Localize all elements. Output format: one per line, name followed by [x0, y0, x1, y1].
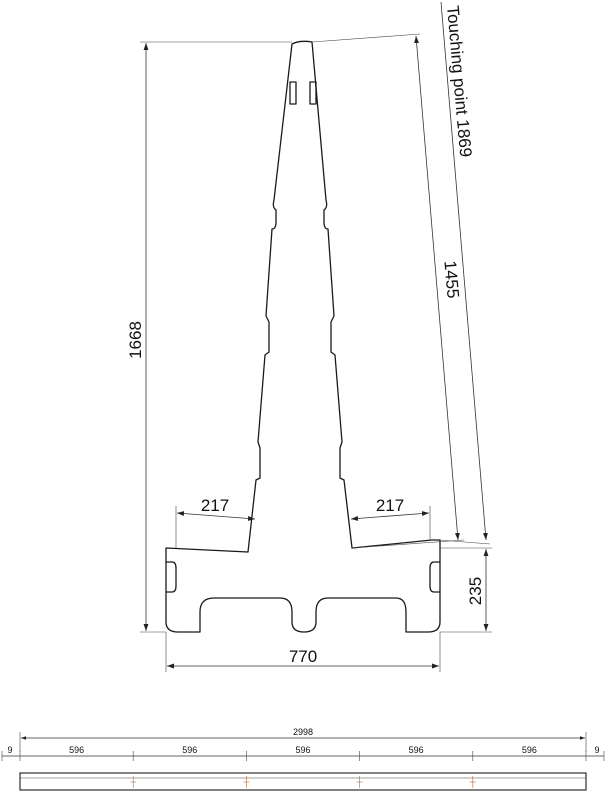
side-length-label: 1455 [440, 260, 462, 299]
beam-end-right-label: 9 [594, 745, 599, 755]
dimension-arm-left: 217 [175, 496, 256, 548]
arm-right-label: 217 [376, 496, 404, 515]
beam-end-left-label: 9 [7, 745, 12, 755]
beam-segment-ticks [1, 751, 605, 761]
width-label: 770 [289, 647, 317, 666]
beam-segment-labels: 596 596 596 596 596 [69, 745, 537, 755]
dimension-width: 770 [165, 632, 441, 672]
base-height-label: 235 [466, 577, 485, 605]
segment-label: 596 [295, 745, 310, 755]
base-cutout-right [429, 561, 440, 593]
beam-position-marks [130, 776, 476, 788]
dimension-height: 1668 [126, 41, 292, 633]
beam-total-label: 2998 [293, 727, 313, 737]
beam-body [19, 772, 587, 791]
stand-profile [165, 40, 441, 633]
height-label: 1668 [126, 321, 145, 359]
segment-label: 596 [409, 745, 424, 755]
segment-label: 596 [522, 745, 537, 755]
segment-label: 596 [182, 745, 197, 755]
beam-drawing: 2998 9 9 596 596 596 596 596 [1, 727, 605, 791]
dimension-side-length: 1455 [311, 33, 465, 549]
handle-slot-left-top [289, 81, 297, 105]
stand-outline [165, 40, 441, 633]
dimension-arm-right: 217 [350, 496, 431, 540]
arm-left-label: 217 [201, 496, 229, 515]
base-cutout-left [166, 561, 177, 593]
dimension-base-height: 235 [440, 547, 492, 633]
handle-slot-right-top [309, 81, 317, 105]
segment-label: 596 [69, 745, 84, 755]
